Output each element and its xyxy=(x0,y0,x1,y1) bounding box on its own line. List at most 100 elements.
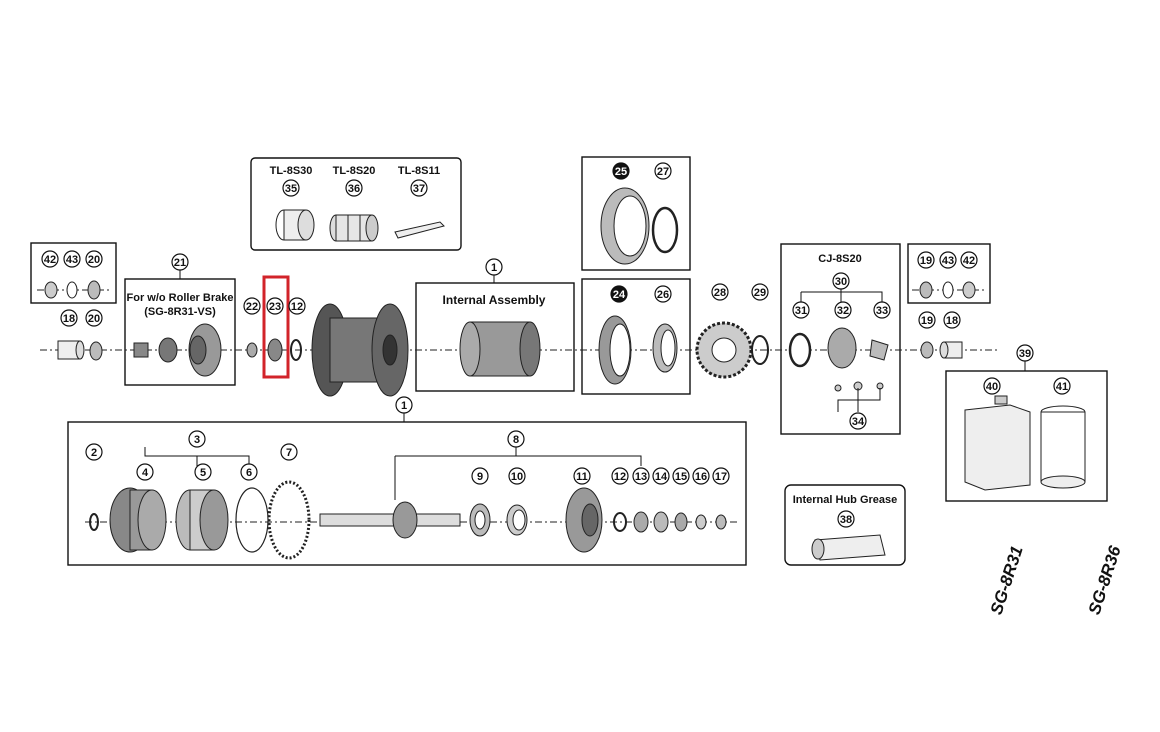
callout-42-right: 42 xyxy=(960,251,978,269)
part-8 xyxy=(319,501,461,539)
part-16 xyxy=(695,514,707,530)
roller-part-c xyxy=(188,323,222,377)
svg-text:32: 32 xyxy=(837,305,849,317)
tool-label-1: TL-8S30 xyxy=(270,165,313,177)
callout-38: 38 xyxy=(837,510,855,528)
highlight-part-23[interactable] xyxy=(262,275,290,379)
internal-exploded-box xyxy=(67,421,747,566)
svg-text:10: 10 xyxy=(511,471,523,483)
svg-text:9: 9 xyxy=(477,471,483,483)
svg-text:29: 29 xyxy=(754,287,766,299)
callout-27: 27 xyxy=(654,162,672,180)
grease-title: Internal Hub Grease xyxy=(793,494,898,506)
callout-36: 36 xyxy=(345,179,363,197)
svg-text:13: 13 xyxy=(635,471,647,483)
cj-box xyxy=(780,243,901,435)
svg-text:39: 39 xyxy=(1019,348,1031,360)
part-20-left xyxy=(87,280,101,300)
callout-37: 37 xyxy=(410,179,428,197)
svg-text:40: 40 xyxy=(986,381,998,393)
callout-23: 23 xyxy=(266,297,284,315)
callout-43-left: 43 xyxy=(63,250,81,268)
part-19-right-box xyxy=(919,281,933,299)
callout-26: 26 xyxy=(654,285,672,303)
callout-24: 24 xyxy=(610,285,628,303)
callout-20-axis: 20 xyxy=(85,309,103,327)
roller-title-2: (SG-8R31-VS) xyxy=(144,306,216,318)
svg-text:16: 16 xyxy=(695,471,707,483)
part-25 xyxy=(600,187,650,265)
part-42-right xyxy=(962,281,976,299)
callouts: 1 1 2 3 4 5 6 7 8 9 10 11 12 13 14 15 16… xyxy=(41,162,1071,528)
callout-32: 32 xyxy=(834,301,852,319)
svg-text:25: 25 xyxy=(615,166,627,178)
roller-part-a xyxy=(133,342,149,358)
part-2 xyxy=(89,513,99,531)
svg-text:3: 3 xyxy=(194,434,200,446)
part-10 xyxy=(506,504,528,536)
callout-5: 5 xyxy=(194,463,212,481)
svg-text:17: 17 xyxy=(715,471,727,483)
svg-text:14: 14 xyxy=(655,471,668,483)
part-19-axis xyxy=(920,341,934,359)
tool-box xyxy=(250,157,462,251)
svg-text:33: 33 xyxy=(876,305,888,317)
sprocket-28 xyxy=(695,321,753,379)
callout-15: 15 xyxy=(672,467,690,485)
callout-1-top: 1 xyxy=(485,258,503,276)
callout-31: 31 xyxy=(792,301,810,319)
tool-36 xyxy=(329,214,379,242)
callout-20-box: 20 xyxy=(85,250,103,268)
hub-grease-box xyxy=(784,484,906,566)
callout-2: 2 xyxy=(85,443,103,461)
leader-8 xyxy=(394,447,642,500)
callout-7: 7 xyxy=(280,443,298,461)
callout-19-axis: 19 xyxy=(918,311,936,329)
callout-35: 35 xyxy=(282,179,300,197)
part-32 xyxy=(827,327,857,369)
box-24-26 xyxy=(581,278,691,395)
part-12-lower xyxy=(613,512,627,532)
svg-text:36: 36 xyxy=(348,183,360,195)
svg-text:24: 24 xyxy=(613,289,626,301)
callout-18-right: 18 xyxy=(943,311,961,329)
svg-text:42: 42 xyxy=(963,255,975,267)
tool-label-3: TL-8S11 xyxy=(398,165,440,177)
part-24 xyxy=(598,315,632,385)
svg-text:7: 7 xyxy=(286,447,292,459)
part-11 xyxy=(565,487,603,553)
callout-17: 17 xyxy=(712,467,730,485)
callout-21: 21 xyxy=(171,253,189,271)
cj-title: CJ-8S20 xyxy=(818,253,861,265)
callout-28: 28 xyxy=(711,283,729,301)
part-33 xyxy=(869,339,889,361)
tool-label-2: TL-8S20 xyxy=(333,165,376,177)
callout-16: 16 xyxy=(692,467,710,485)
part-20-axis xyxy=(89,341,103,361)
part-6 xyxy=(235,487,269,553)
svg-text:27: 27 xyxy=(657,166,669,178)
callout-33: 33 xyxy=(873,301,891,319)
svg-text:19: 19 xyxy=(921,315,933,327)
svg-text:20: 20 xyxy=(88,313,100,325)
hub-shell xyxy=(311,303,409,397)
callout-30: 30 xyxy=(832,272,850,290)
part-26 xyxy=(652,323,678,373)
grease-jar-41 xyxy=(1040,405,1086,489)
callout-41: 41 xyxy=(1053,377,1071,395)
callout-6: 6 xyxy=(240,463,258,481)
box-right-small xyxy=(907,243,991,304)
part-31 xyxy=(788,332,812,368)
svg-text:31: 31 xyxy=(795,305,807,317)
svg-text:30: 30 xyxy=(835,276,847,288)
callout-11: 11 xyxy=(573,467,591,485)
svg-text:15: 15 xyxy=(675,471,687,483)
svg-text:12: 12 xyxy=(291,301,303,313)
svg-text:37: 37 xyxy=(413,183,425,195)
svg-text:21: 21 xyxy=(174,257,186,269)
callout-22: 22 xyxy=(243,297,261,315)
callout-3: 3 xyxy=(188,430,206,448)
svg-text:38: 38 xyxy=(840,514,852,526)
part-18-right xyxy=(939,341,963,359)
model-label-2: SG-8R36 xyxy=(1085,543,1125,617)
